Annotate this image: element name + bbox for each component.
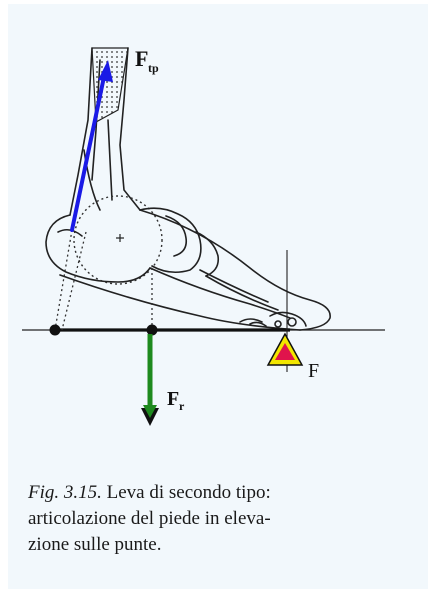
muscle-insertion-point xyxy=(50,325,61,336)
muscle-force-arrow xyxy=(72,72,105,230)
muscle-force-subscript: tp xyxy=(148,61,159,75)
figure-reference: Fig. 3.15. xyxy=(28,482,102,503)
muscle-force-label: F xyxy=(135,46,148,71)
figure-caption: Fig. 3.15. Leva di secondo tipo: articol… xyxy=(28,480,278,558)
ankle-center-mark xyxy=(116,234,124,242)
projection-lines xyxy=(55,230,152,330)
fulcrum-label: F xyxy=(308,360,319,382)
load-point xyxy=(147,325,158,336)
resistance-force-subscript: r xyxy=(179,399,185,413)
resistance-force-label: F xyxy=(167,388,179,410)
